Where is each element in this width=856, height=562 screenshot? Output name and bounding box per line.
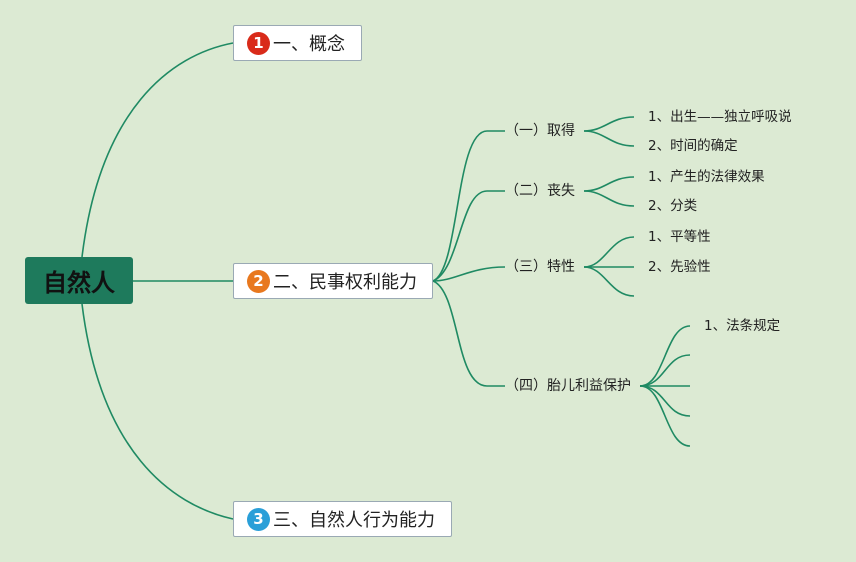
connector-sub-1-leaf-2	[583, 130, 635, 147]
connector-sub-4-leaf-1	[639, 325, 691, 387]
connector-sub-2-leaf-1	[583, 176, 635, 192]
connector-branch-2-sub-2	[432, 190, 505, 282]
leaf-topic[interactable]: 1、产生的法律效果	[648, 169, 765, 185]
connector-branch-2-sub-1	[432, 130, 505, 282]
connector-sub-3-leaf-1	[583, 236, 635, 268]
leaf-topic[interactable]: 1、平等性	[648, 229, 711, 245]
connector-sub-2-leaf-2	[583, 190, 635, 207]
connector-branch-2-sub-4	[432, 280, 505, 387]
branch-label: 一、概念	[273, 34, 345, 55]
number-badge-2: 2	[247, 269, 270, 293]
subtopic-acquisition[interactable]: （一）取得	[505, 123, 575, 139]
leaf-topic[interactable]: 1、出生——独立呼吸说	[648, 109, 792, 125]
subtopic-loss[interactable]: （二）丧失	[505, 183, 575, 199]
leaf-topic[interactable]: 2、先验性	[648, 259, 711, 275]
connector-root-branch-1	[81, 42, 234, 258]
connector-sub-3-leaf-3	[583, 266, 635, 297]
connector-sub-4-leaf-2	[639, 354, 691, 387]
branch-label: 三、自然人行为能力	[273, 510, 435, 531]
branch-topic-legal-capacity[interactable]: 3 三、自然人行为能力	[233, 501, 452, 537]
subtopic-fetus-protection[interactable]: （四）胎儿利益保护	[505, 378, 631, 394]
connector-sub-1-leaf-1	[583, 116, 635, 132]
connector-root-branch-3	[81, 303, 234, 520]
leaf-topic[interactable]: 2、时间的确定	[648, 138, 738, 154]
connector-branch-2-sub-3	[432, 266, 506, 282]
root-topic-label: 自然人	[43, 269, 115, 297]
leaf-topic[interactable]: 2、分类	[648, 198, 698, 214]
branch-topic-civil-rights-capacity[interactable]: 2 二、民事权利能力	[233, 263, 433, 299]
subtopic-characteristics[interactable]: （三）特性	[505, 259, 575, 275]
number-badge-3: 3	[247, 507, 270, 531]
root-topic[interactable]: 自然人	[25, 257, 133, 304]
branch-label: 二、民事权利能力	[273, 272, 417, 293]
number-badge-1: 1	[247, 31, 270, 55]
leaf-topic[interactable]: 1、法条规定	[704, 318, 781, 334]
connector-sub-4-leaf-4	[639, 385, 691, 417]
branch-topic-concept[interactable]: 1 一、概念	[233, 25, 362, 61]
connector-sub-4-leaf-5	[639, 385, 691, 447]
